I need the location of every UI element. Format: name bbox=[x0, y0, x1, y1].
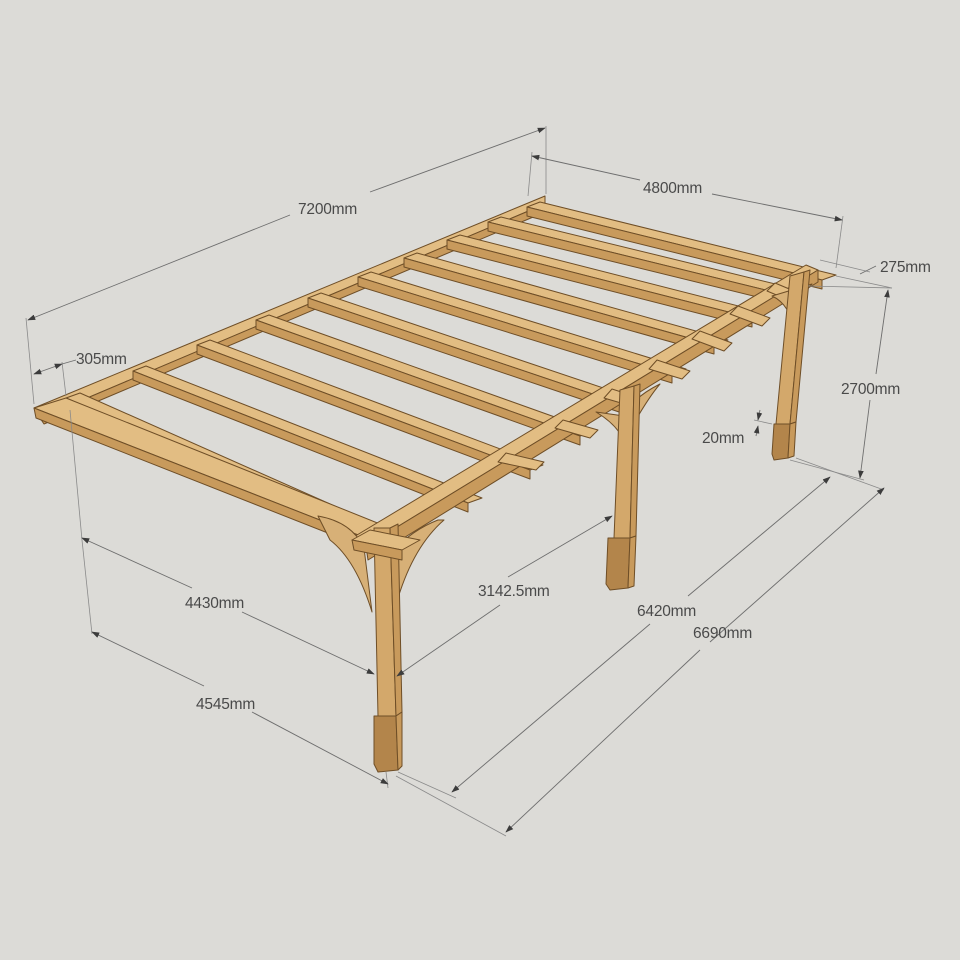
dim-back-overhang: 275mm bbox=[880, 259, 931, 276]
dim-base-gap: 20mm bbox=[702, 430, 744, 447]
dim-side-inner: 4430mm bbox=[185, 595, 244, 612]
post-middle bbox=[605, 383, 641, 591]
dim-front-overhang: 305mm bbox=[76, 351, 127, 368]
post-back-corner bbox=[771, 269, 811, 461]
rafter bbox=[357, 271, 687, 384]
dimension-lines bbox=[25, 126, 893, 837]
dimension-labels: 7200mm 305mm 4800mm 275mm 2700mm 20mm 44… bbox=[76, 180, 931, 713]
dim-long-inner: 6420mm bbox=[637, 603, 696, 620]
dim-side-outer: 4545mm bbox=[196, 696, 255, 713]
dim-overall-length: 7200mm bbox=[298, 201, 357, 218]
rafter bbox=[403, 252, 729, 355]
dim-post-spacing: 3142.5mm bbox=[478, 583, 550, 600]
rafter bbox=[526, 201, 837, 290]
rafters bbox=[65, 201, 837, 542]
post-front-corner bbox=[351, 523, 421, 773]
dim-height: 2700mm bbox=[841, 381, 900, 398]
posts bbox=[351, 269, 811, 773]
rafter bbox=[132, 365, 483, 513]
dim-long-outer: 6690mm bbox=[693, 625, 752, 642]
rafter bbox=[196, 339, 544, 480]
dim-rafter-length: 4800mm bbox=[643, 180, 702, 197]
